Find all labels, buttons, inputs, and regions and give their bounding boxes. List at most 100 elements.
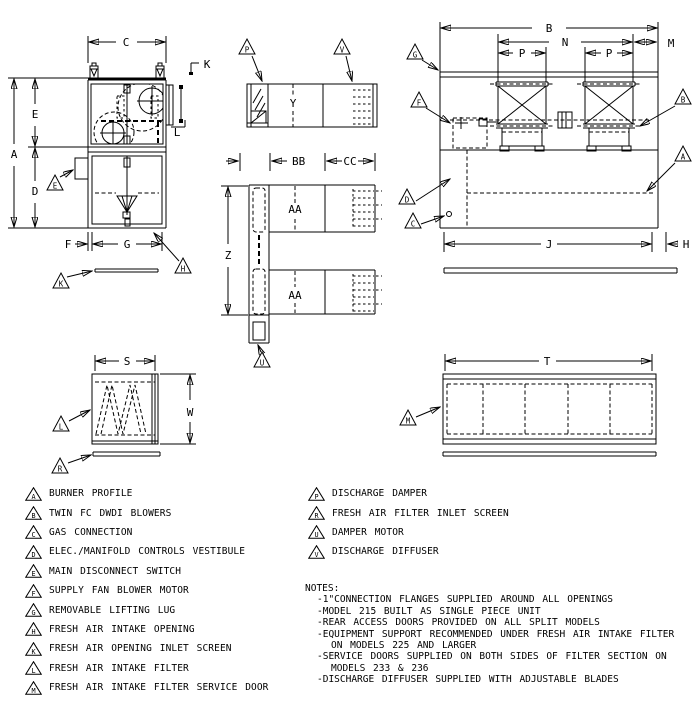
notes-block: NOTES: -1"CONNECTION FLANGES SUPPLIED AR…: [305, 583, 674, 686]
flag-triangle-icon: D: [25, 544, 42, 559]
flag-triangle-icon: V: [308, 544, 325, 559]
svg-text:K: K: [59, 280, 64, 289]
legend-item: E MAIN DISCONNECT SWITCH: [25, 562, 269, 581]
notes-title: NOTES:: [305, 583, 340, 594]
svg-text:P: P: [245, 46, 250, 55]
svg-text:D: D: [405, 196, 410, 205]
view-filter-section: S W L R: [51, 355, 196, 474]
flag-triangle-icon: F: [25, 583, 42, 598]
svg-text:R: R: [58, 465, 63, 474]
callout-M: M: [399, 407, 440, 426]
supply-fan-motor: [452, 117, 498, 149]
legend-label: REMOVABLE LIFTING LUG: [49, 604, 176, 616]
callout-G: G: [406, 42, 438, 70]
legend-item: C GAS CONNECTION: [25, 523, 269, 542]
svg-text:H: H: [181, 265, 186, 274]
svg-text:D: D: [31, 551, 35, 559]
legend-left: A BURNER PROFILE B TWIN FC DWDI BLOWERS …: [25, 484, 269, 697]
flag-triangle-icon: R: [308, 506, 325, 520]
callout-R: R: [51, 455, 91, 474]
view-intake-side: BB CC AA AA Z: [221, 153, 382, 368]
note-line: -SERVICE DOORS SUPPLIED ON BOTH SIDES OF…: [317, 651, 667, 663]
flag-triangle-icon: G: [25, 603, 42, 617]
legend-label: FRESH AIR FILTER INLET SCREEN: [332, 507, 509, 519]
legend-item: P DISCHARGE DAMPER: [308, 484, 509, 503]
legend-item: G REMOVABLE LIFTING LUG: [25, 600, 269, 619]
dim-T: T: [544, 355, 551, 368]
flag-triangle-icon: M: [25, 680, 42, 695]
dim-Y: Y: [290, 97, 297, 110]
callout-U: U: [253, 345, 271, 368]
note-line: -1"CONNECTION FLANGES SUPPLIED AROUND AL…: [317, 594, 613, 606]
svg-text:E: E: [31, 570, 35, 578]
drawing-canvas: C K L: [8, 22, 692, 474]
callout-F: F: [410, 90, 450, 123]
note-line: MODELS 233 & 236: [331, 662, 429, 674]
legend-item: H FRESH AIR INTAKE OPENING: [25, 620, 269, 639]
legend-item: K FRESH AIR OPENING INLET SCREEN: [25, 639, 269, 658]
svg-text:M: M: [406, 417, 411, 426]
legend-item: D ELEC./MANIFOLD CONTROLS VESTIBULE: [25, 542, 269, 561]
legend-label: DAMPER MOTOR: [332, 526, 404, 538]
svg-text:A: A: [681, 153, 686, 162]
note-line: ON MODELS 225 AND LARGER: [331, 640, 477, 652]
callout-L: L: [52, 410, 90, 432]
blower-assembly-1: [490, 81, 554, 152]
dim-Z: Z: [225, 249, 232, 262]
flag-triangle-icon: H: [25, 622, 42, 636]
flag-triangle-icon: P: [308, 486, 325, 501]
callout-K: K: [52, 271, 92, 289]
dim-AA-upper: AA: [288, 203, 302, 216]
svg-text:B: B: [31, 512, 35, 520]
dim-D: D: [32, 185, 39, 198]
blower-assembly-2: [577, 81, 641, 152]
flag-triangle-icon: L: [25, 661, 42, 675]
svg-text:G: G: [413, 51, 418, 60]
legend-label: MAIN DISCONNECT SWITCH: [49, 565, 182, 577]
legend-item: L FRESH AIR INTAKE FILTER: [25, 659, 269, 678]
flag-triangle-icon: U: [308, 525, 325, 539]
svg-text:L: L: [59, 423, 64, 432]
legend-label: FRESH AIR OPENING INLET SCREEN: [49, 643, 232, 655]
dim-F: F: [65, 238, 72, 251]
svg-text:U: U: [314, 531, 318, 539]
callout-H: H: [154, 233, 192, 274]
view-filter-service-door: T M: [399, 354, 657, 457]
dim-L: L: [174, 126, 181, 139]
callout-P: P: [238, 37, 262, 81]
dim-P1: P: [519, 47, 526, 60]
legend-item: V DISCHARGE DIFFUSER: [308, 542, 509, 561]
dim-G: G: [124, 238, 131, 251]
dim-E: E: [32, 108, 39, 121]
legend-label: TWIN FC DWDI BLOWERS: [49, 507, 172, 519]
legend-label: DISCHARGE DIFFUSER: [332, 546, 439, 558]
legend-label: DISCHARGE DAMPER: [332, 488, 428, 500]
view-plan: B N M P P G: [398, 22, 692, 274]
svg-text:C: C: [31, 531, 35, 539]
svg-text:M: M: [31, 687, 35, 695]
legend-label: SUPPLY FAN BLOWER MOTOR: [49, 585, 189, 597]
note-line: -MODEL 215 BUILT AS SINGLE PIECE UNIT: [317, 605, 541, 617]
dim-J: J: [546, 238, 553, 251]
callout-D: D: [398, 179, 450, 205]
note-line: -REAR ACCESS DOORS PROVIDED ON ALL SPLIT…: [317, 617, 600, 629]
dim-K: K: [204, 58, 211, 71]
legend-label: ELEC./MANIFOLD CONTROLS VESTIBULE: [49, 546, 246, 558]
callout-A: A: [647, 144, 692, 191]
legend-label: FRESH AIR INTAKE FILTER SERVICE DOOR: [49, 682, 269, 694]
svg-text:U: U: [260, 359, 265, 368]
svg-text:R: R: [314, 512, 319, 520]
svg-text:G: G: [31, 609, 35, 617]
legend-label: FRESH AIR INTAKE FILTER: [49, 662, 189, 674]
dim-H: H: [683, 238, 690, 251]
svg-text:V: V: [314, 551, 318, 559]
flag-triangle-icon: C: [25, 525, 42, 539]
dim-A: A: [11, 148, 18, 161]
legend-label: BURNER PROFILE: [49, 488, 133, 500]
callout-V: V: [333, 37, 352, 81]
svg-text:K: K: [31, 648, 36, 656]
dim-W: W: [187, 406, 194, 419]
dim-M: M: [668, 37, 675, 50]
legend-item: U DAMPER MOTOR: [308, 523, 509, 542]
